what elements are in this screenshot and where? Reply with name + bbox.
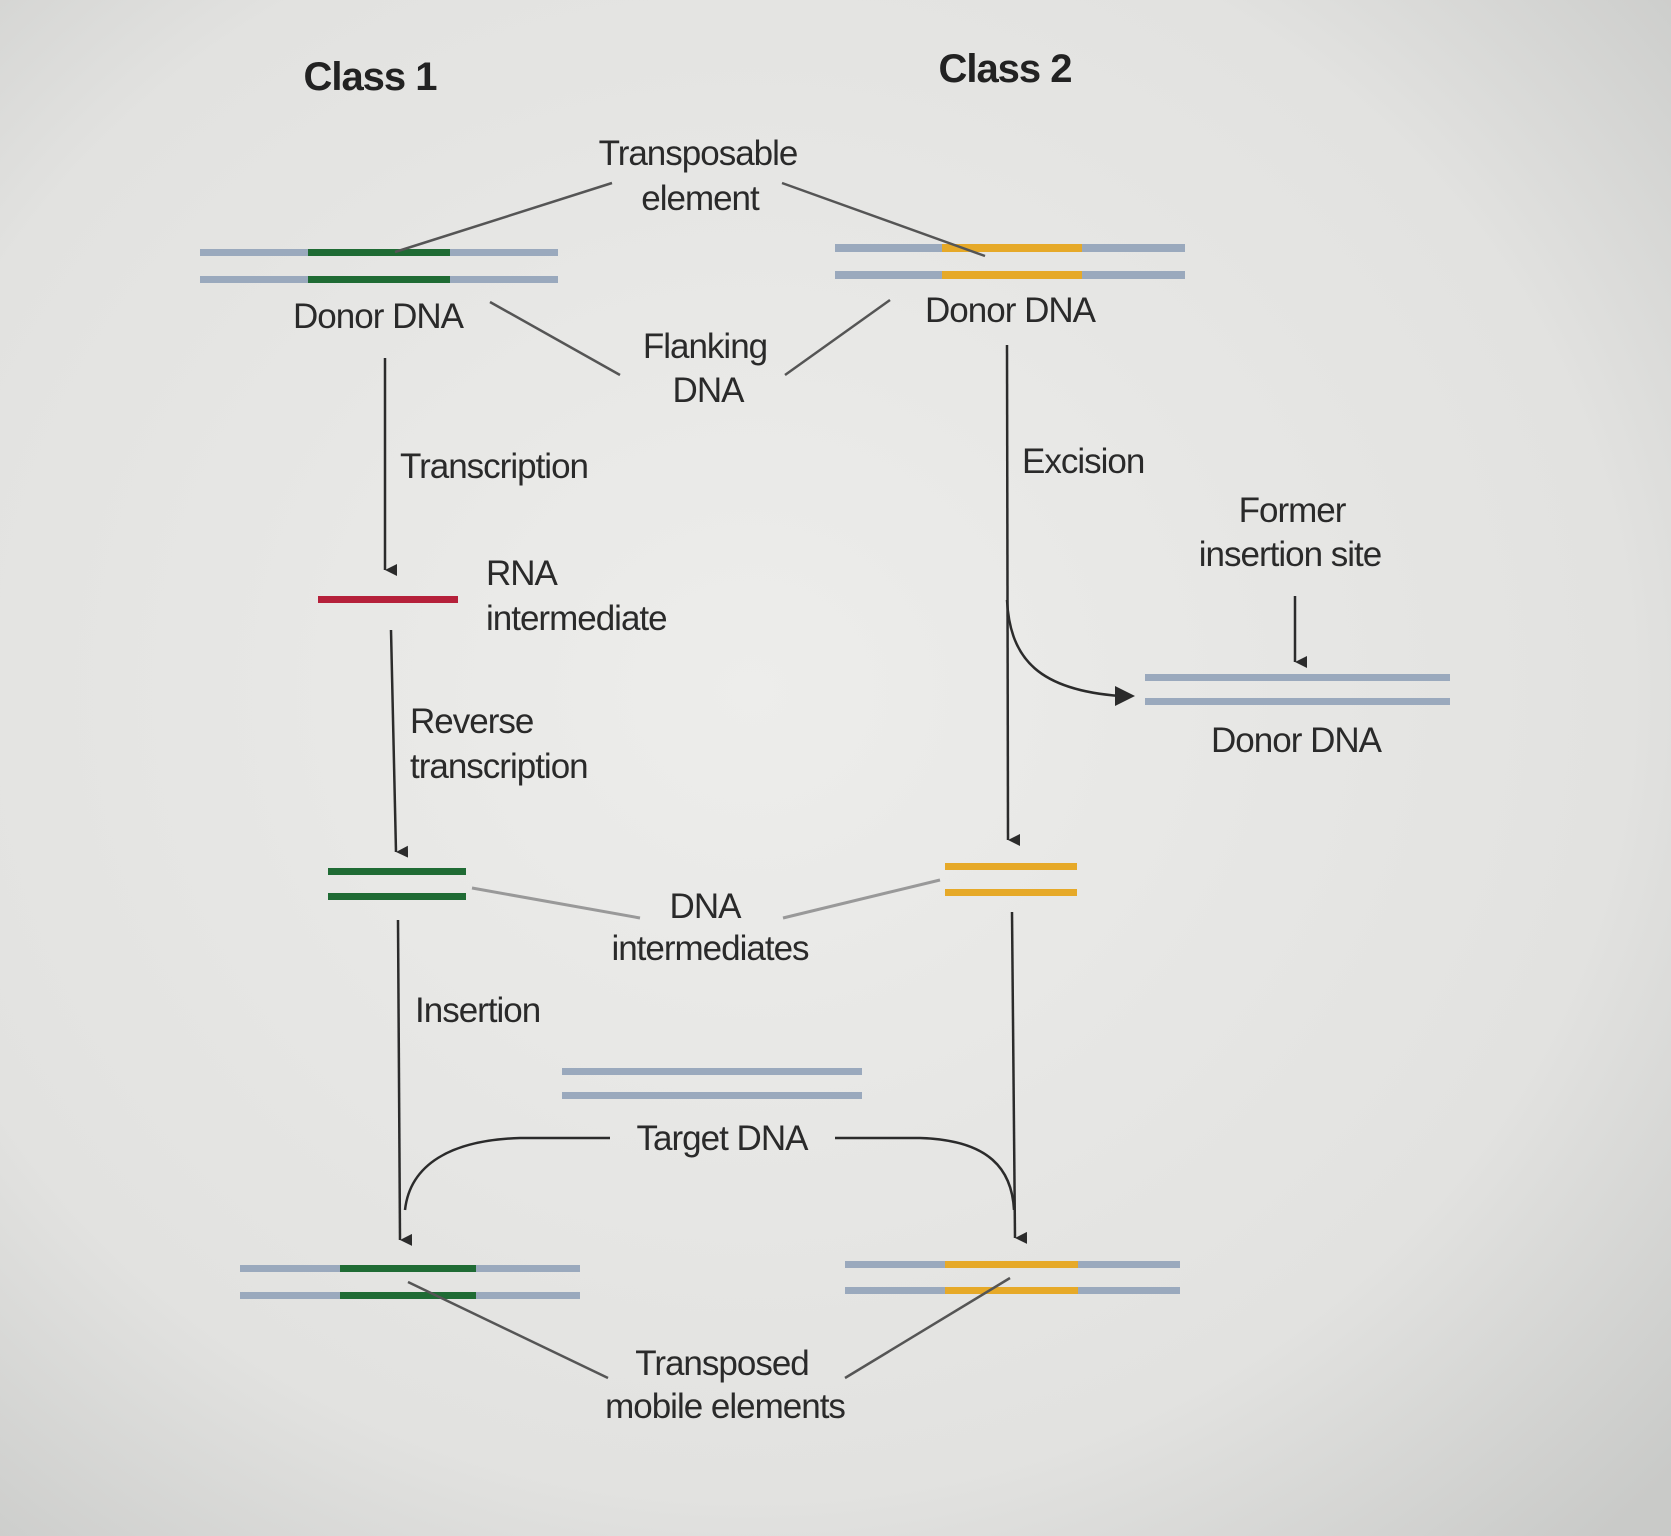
reverse-transcription-label-2: transcription <box>410 747 588 786</box>
transposable-element-label-2: element <box>641 179 760 218</box>
transposed-mobile-elements-label-2: mobile elements <box>605 1387 845 1426</box>
transposed-mobile-elements-label-1: Transposed <box>635 1344 809 1383</box>
class1-transposed-dna <box>240 1265 580 1299</box>
transcription-label: Transcription <box>400 447 588 486</box>
class1-donor-dna <box>200 249 558 283</box>
class2-donor-dna <box>835 244 1185 279</box>
reverse-transcription-arrow <box>389 629 409 858</box>
class2-transposed-dna <box>845 1261 1180 1294</box>
dna-intermediates-leader-left <box>471 886 641 920</box>
dna-intermediates-label-1: DNA <box>670 887 743 926</box>
former-insertion-site-label-1: Former <box>1239 491 1347 530</box>
dna-intermediates-label-2: intermediates <box>611 929 809 968</box>
excision-label: Excision <box>1022 442 1144 481</box>
flanking-dna-leader-left <box>489 300 621 377</box>
target-dna-arrow-right <box>835 1136 1016 1211</box>
transposed-leader-left <box>407 1280 609 1380</box>
transposable-element-leader-left <box>394 181 613 254</box>
reverse-transcription-label-1: Reverse <box>410 702 533 741</box>
class2-main-arrow <box>1005 344 1021 846</box>
rna-intermediate-label-2: intermediate <box>486 599 667 638</box>
target-dna-label: Target DNA <box>637 1119 810 1158</box>
class2-dna-intermediate <box>945 863 1077 896</box>
class2-insertion-arrow <box>1010 911 1028 1244</box>
excision-branch-arrow <box>1005 599 1121 698</box>
class1-heading: Class 1 <box>303 55 437 99</box>
transposable-element-label-1: Transposable <box>599 134 798 173</box>
donor-dna-label-right: Donor DNA <box>925 291 1097 330</box>
insertion-arrow <box>396 919 413 1246</box>
target-dna-arrow-left <box>403 1136 610 1211</box>
target-dna <box>562 1068 862 1099</box>
rna-intermediate-strand <box>318 596 458 603</box>
dna-intermediates-leader-right <box>782 878 941 920</box>
donor-dna-excised-label: Donor DNA <box>1211 721 1383 760</box>
transposed-leader-right <box>844 1276 1011 1380</box>
flanking-dna-label-1: Flanking <box>643 327 767 366</box>
former-insertion-site-label-2: insertion site <box>1199 535 1381 574</box>
rna-intermediate-label-1: RNA <box>486 554 559 593</box>
class1-dna-intermediate <box>328 868 466 900</box>
excision-branch-arrowhead <box>1115 686 1135 706</box>
class2-heading: Class 2 <box>938 47 1071 91</box>
excised-donor-dna <box>1145 674 1450 705</box>
insertion-label: Insertion <box>415 991 540 1030</box>
donor-dna-label-left: Donor DNA <box>293 297 465 336</box>
transposable-element-leader-right <box>781 181 986 258</box>
flanking-dna-leader-right <box>784 298 891 377</box>
flanking-dna-label-2: DNA <box>673 371 746 410</box>
